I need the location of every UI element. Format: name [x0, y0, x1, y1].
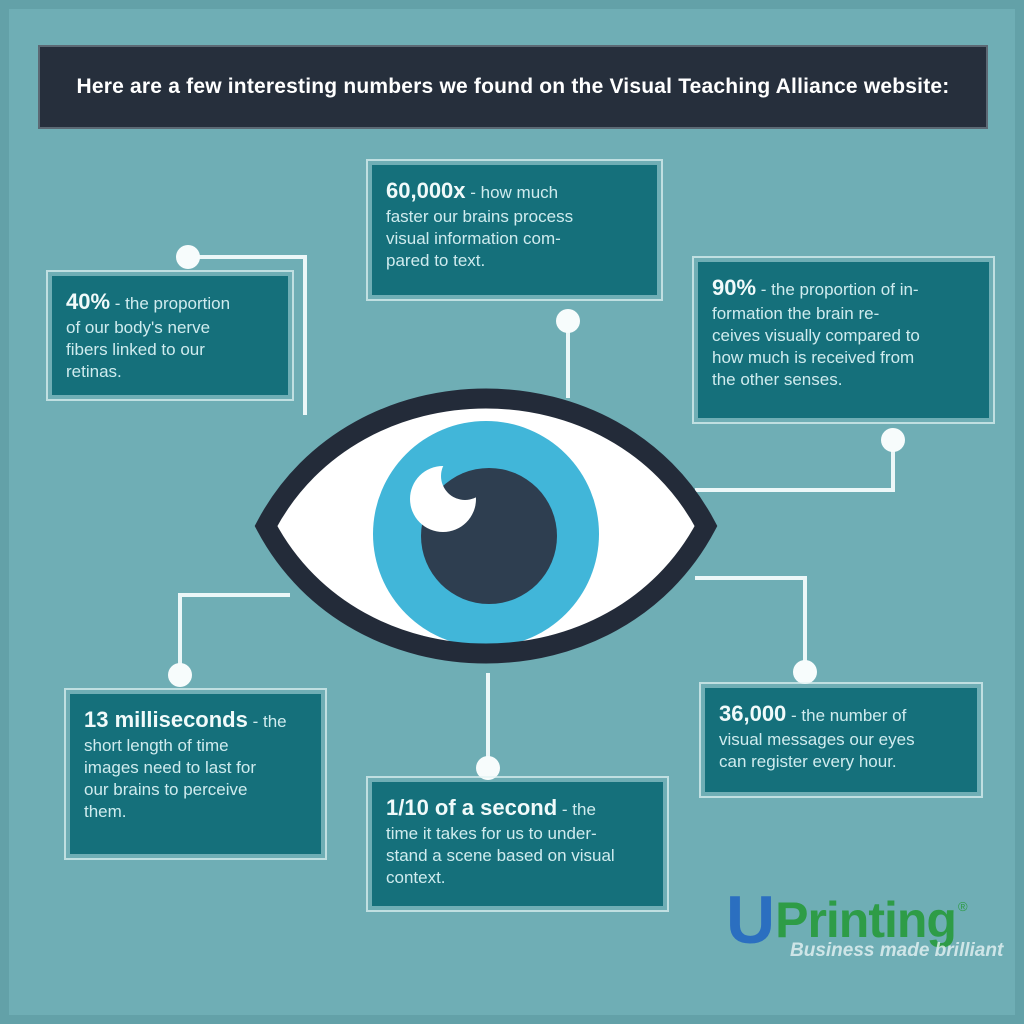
stat-card-brain-speed: 60,000x - how much faster our brains pro…: [366, 159, 663, 301]
eye-illustration: [254, 388, 718, 664]
stat-card-nerve-fibers: 40% - the proportion of our body's nerve…: [46, 270, 294, 401]
stat-value: 36,000: [719, 701, 787, 726]
eye-outline: [254, 388, 718, 664]
stat-card-visual-information: 90% - the proportion of in- formation th…: [692, 256, 995, 424]
stat-text: - the short length of time images need t…: [84, 712, 287, 821]
stat-text: - the time it takes for us to under- sta…: [386, 800, 615, 887]
connector-visual-messages: [695, 576, 807, 670]
connector-nerve-fibers: [188, 255, 307, 415]
stat-text: - the number of visual messages our eyes…: [719, 706, 915, 771]
stat-card-scene-understanding: 1/10 of a second - the time it takes for…: [366, 776, 669, 912]
stat-value: 1/10 of a second: [386, 795, 558, 820]
eye-highlight: [410, 466, 476, 532]
registered-mark: ®: [957, 899, 968, 914]
stat-text: - the proportion of our body's nerve fib…: [66, 294, 231, 381]
stat-value: 90%: [712, 275, 757, 300]
connector-visual-information: [695, 440, 895, 492]
stat-value: 40%: [66, 289, 111, 314]
stat-card-visual-messages: 36,000 - the number of visual messages o…: [699, 682, 983, 798]
connector-image-perception: [178, 593, 290, 673]
connector-dot: [476, 756, 500, 780]
stat-value: 60,000x: [386, 178, 466, 203]
logo-name: Printing: [775, 892, 957, 948]
logo-tagline: Business made brilliant: [790, 940, 1004, 961]
stat-value: 13 milliseconds: [84, 707, 248, 732]
stat-card-image-perception: 13 milliseconds - the short length of ti…: [64, 688, 327, 860]
header-title: Here are a few interesting numbers we fo…: [76, 75, 950, 98]
uprinting-wordmark: U Printing ®: [726, 880, 998, 954]
connector-dot: [793, 660, 817, 684]
logo-letter-u: U: [726, 882, 776, 958]
header-bar: Here are a few interesting numbers we fo…: [38, 45, 988, 129]
connector-dot: [881, 428, 905, 452]
connector-dot: [176, 245, 200, 269]
stat-text: - the proportion of in- formation the br…: [712, 280, 920, 389]
connector-dot: [556, 309, 580, 333]
stat-text: - how much faster our brains process vis…: [386, 183, 574, 270]
uprinting-logo: U Printing ® Business made brilliant: [726, 880, 1003, 970]
connector-dot: [168, 663, 192, 687]
